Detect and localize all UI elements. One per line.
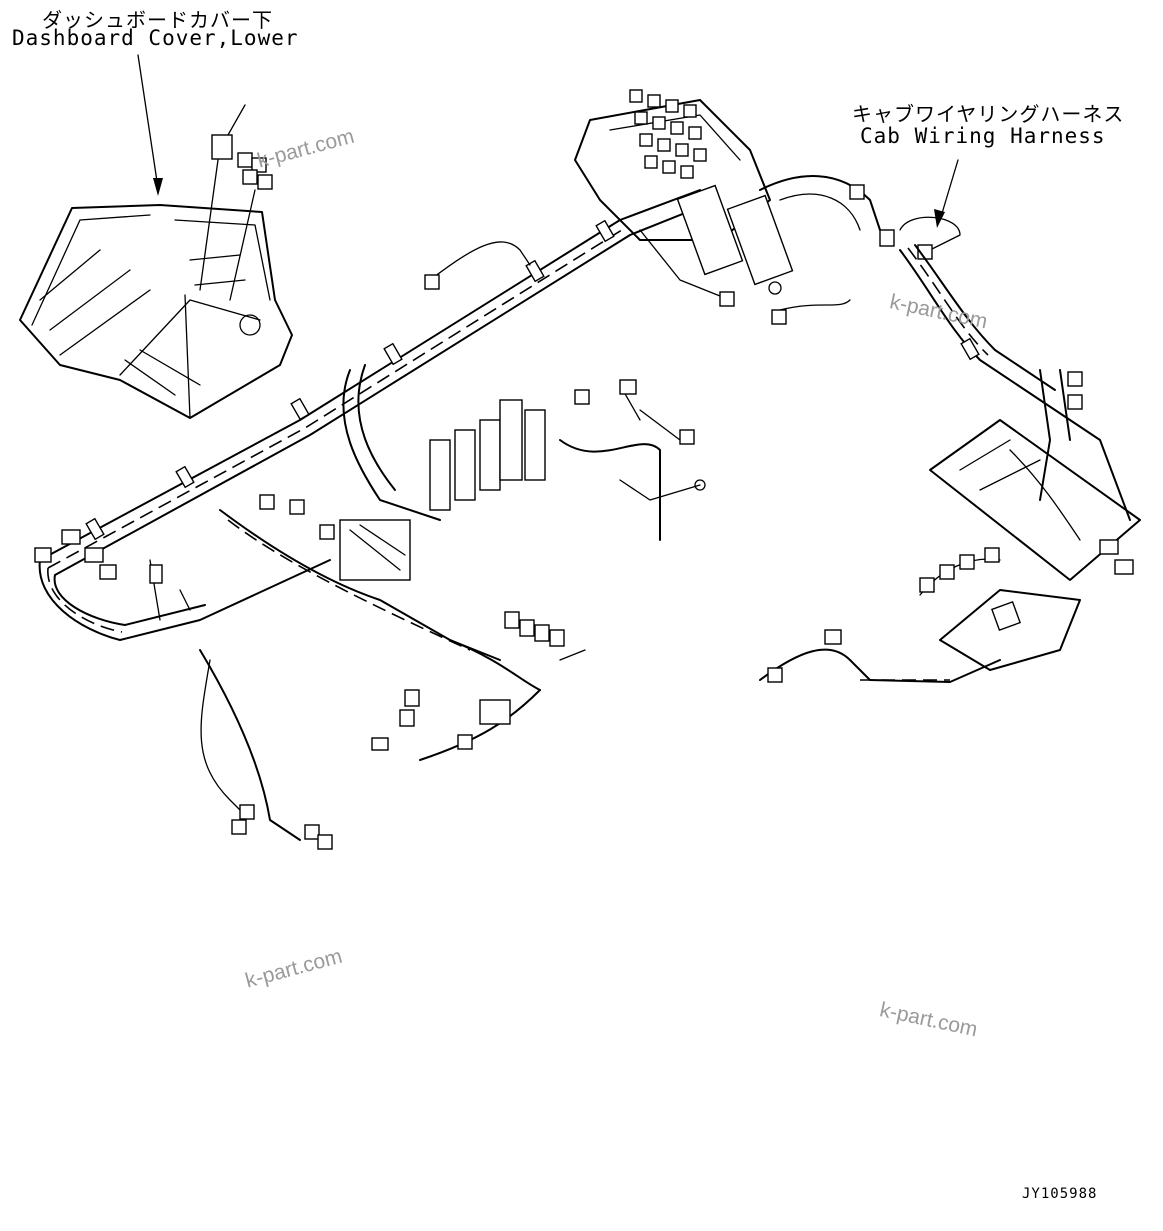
right-branch-harness (759, 244, 1141, 683)
figure-number: JY105988 (1022, 1186, 1098, 1202)
cab-harness-label-en: Cab Wiring Harness (860, 124, 1106, 148)
cab-harness-label-jp: キャブワイヤリングハーネス (852, 102, 1125, 126)
relay-fuse-block (574, 89, 961, 325)
left-branch-harness (34, 529, 333, 850)
main-trunk-harness (39, 189, 706, 576)
dashboard-cover-label-jp: ダッシュボードカバー下 (42, 8, 273, 32)
connector-group-top-left (199, 104, 273, 301)
center-connector-cluster (219, 364, 706, 661)
leader-arrow-dashboard (137, 54, 163, 196)
dashboard-cover-lower (19, 204, 293, 419)
lower-middle-connectors (371, 611, 586, 761)
dashboard-cover-label-en: Dashboard Cover,Lower (12, 26, 299, 50)
relay-array (629, 89, 707, 179)
